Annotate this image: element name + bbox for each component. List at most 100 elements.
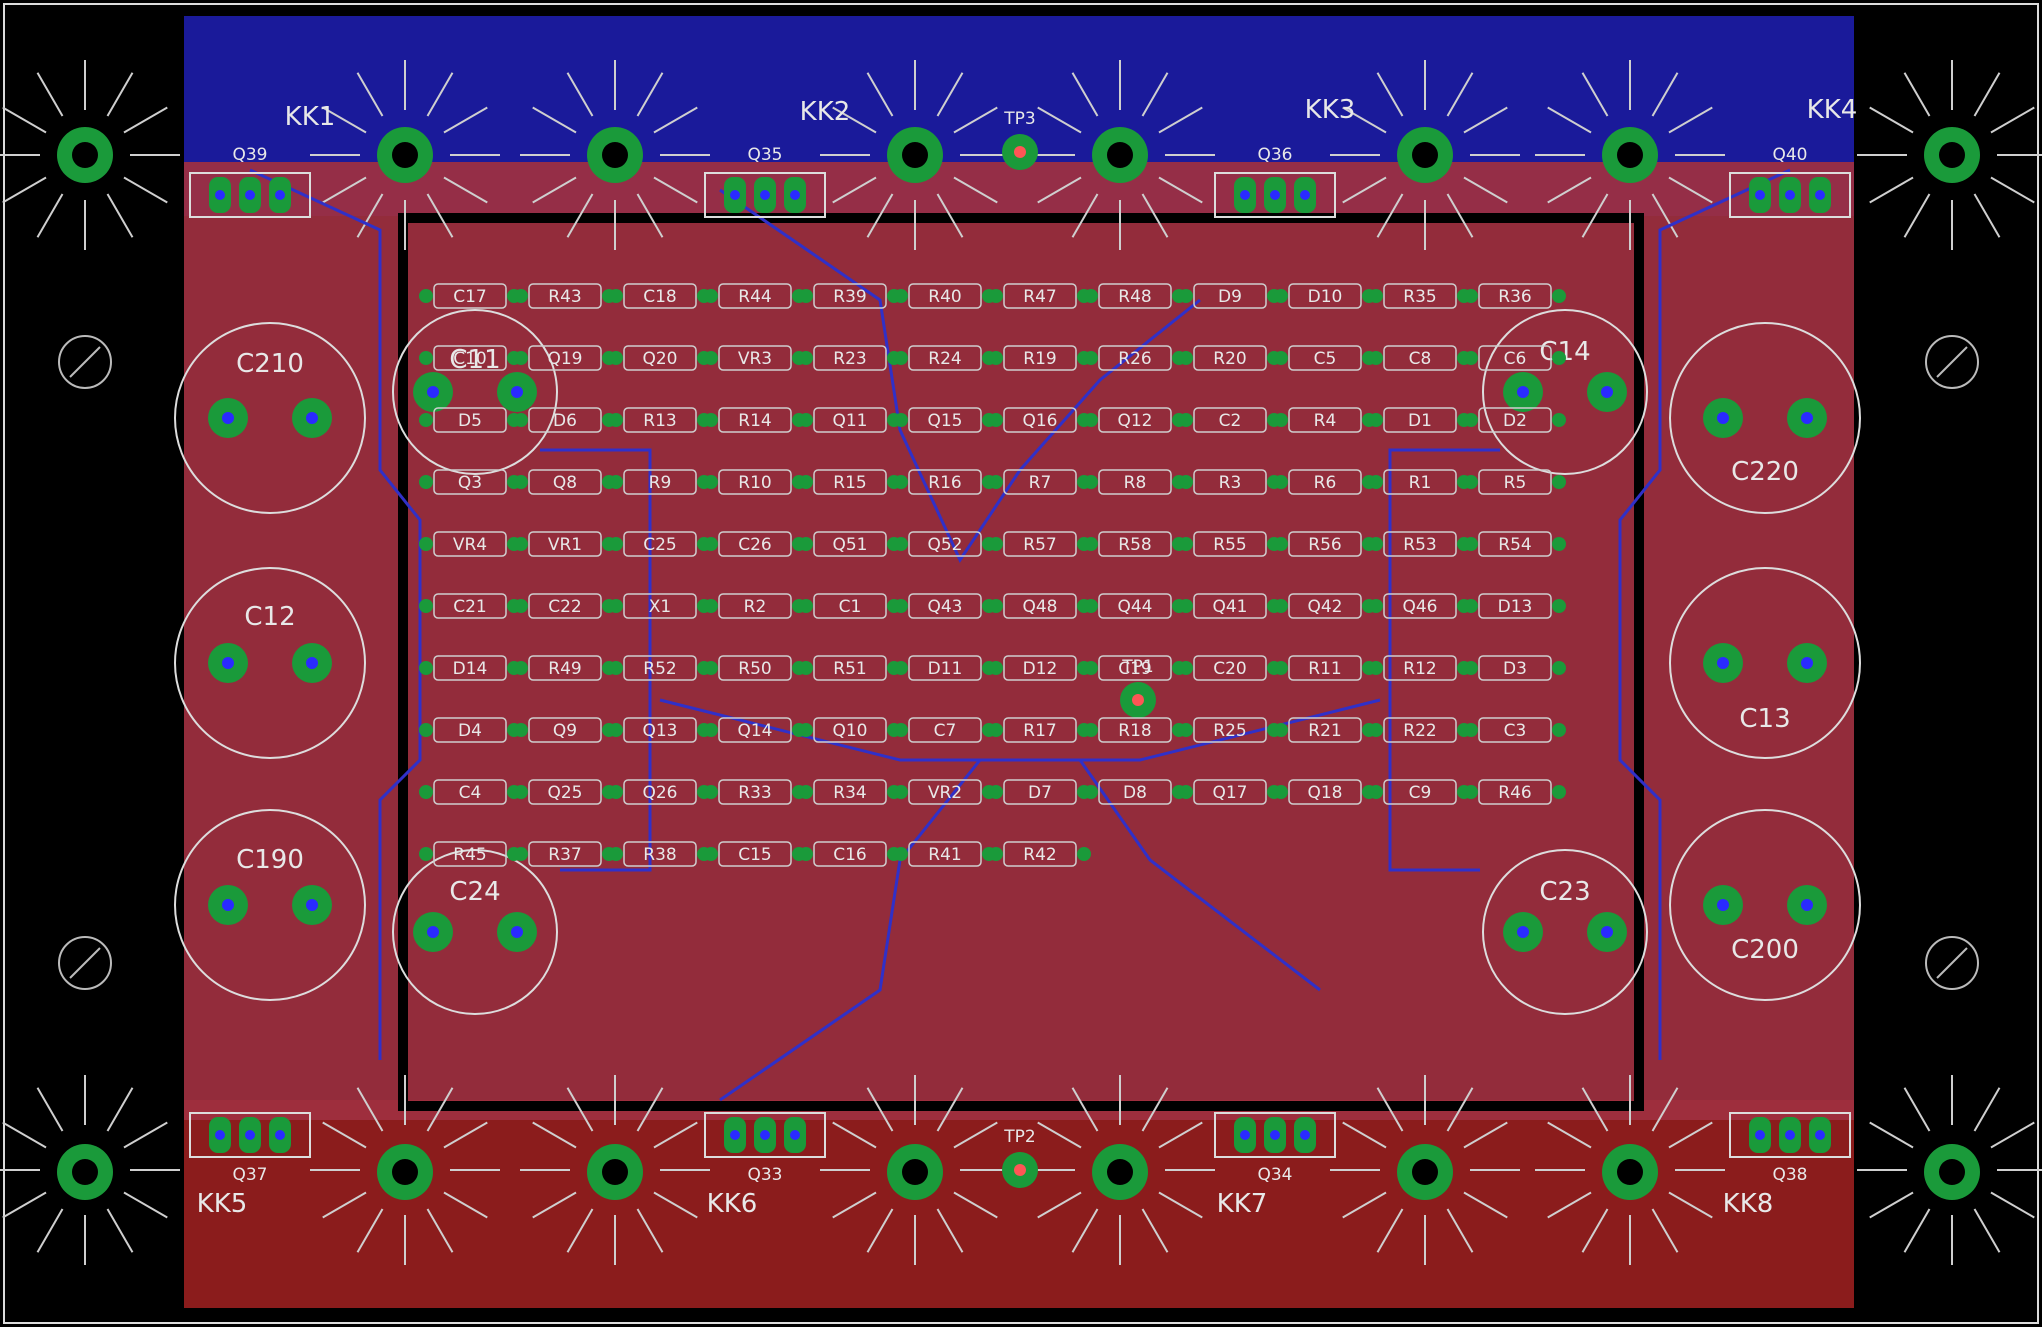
component-outline [433,531,507,557]
inner-border [398,213,1644,1111]
capacitor-outline [1669,322,1861,514]
component-label-d1: D1 [1408,411,1432,431]
component-outline [1193,345,1267,371]
component-outline [813,779,887,805]
component-label-d11: D11 [928,659,963,679]
component-outline [1288,407,1362,433]
capacitor-label-c200: C200 [1731,935,1799,965]
component-outline [623,593,697,619]
transistor-label-q33: Q33 [747,1165,782,1185]
component-outline [1003,841,1077,867]
component-label-q9: Q9 [553,721,577,741]
component-label-c16: C16 [833,845,867,865]
component-label-q10: Q10 [832,721,867,741]
component-label-d2: D2 [1503,411,1527,431]
component-outline [433,655,507,681]
component-outline [1288,345,1362,371]
component-label-q42: Q42 [1307,597,1342,617]
capacitor-outline [392,309,558,475]
component-outline [718,593,792,619]
component-outline [1098,779,1172,805]
component-label-r23: R23 [833,349,866,369]
component-outline [623,779,697,805]
component-label-c1: C1 [839,597,862,617]
component-outline [813,407,887,433]
capacitor-label-c210: C210 [236,349,304,379]
component-outline [1098,469,1172,495]
component-label-d9: D9 [1218,287,1242,307]
component-outline [813,531,887,557]
component-label-r52: R52 [643,659,676,679]
component-outline [718,531,792,557]
component-outline [1478,531,1552,557]
component-outline [433,345,507,371]
component-label-r22: R22 [1403,721,1436,741]
component-label-r34: R34 [833,783,866,803]
component-outline [1478,469,1552,495]
transistor-body [704,1112,826,1158]
component-label-d8: D8 [1123,783,1147,803]
component-outline [1383,345,1457,371]
component-outline [1383,779,1457,805]
component-outline [1193,717,1267,743]
heatsink-label-kk6: KK6 [707,1189,758,1219]
component-label-r45: R45 [453,845,486,865]
capacitor-outline [174,567,366,759]
main-overlay-region [184,162,1854,1120]
component-outline [433,841,507,867]
capacitor-outline [1482,849,1648,1015]
component-label-r18: R18 [1118,721,1151,741]
component-outline [528,407,602,433]
component-label-r43: R43 [548,287,581,307]
component-label-r51: R51 [833,659,866,679]
component-label-c18: C18 [643,287,677,307]
transistor-label-q34: Q34 [1257,1165,1292,1185]
component-outline [1193,593,1267,619]
component-outline [433,407,507,433]
component-label-r9: R9 [649,473,672,493]
component-label-c15: C15 [738,845,772,865]
component-label-r57: R57 [1023,535,1056,555]
component-label-r42: R42 [1023,845,1056,865]
component-outline [528,283,602,309]
component-outline [813,593,887,619]
heatsink-label-kk3: KK3 [1305,95,1356,125]
component-label-r1: R1 [1409,473,1432,493]
transistor-label-q38: Q38 [1772,1165,1807,1185]
component-outline [1478,283,1552,309]
transistor-body [189,1112,311,1158]
component-label-r5: R5 [1504,473,1527,493]
component-outline [908,841,982,867]
capacitor-outline [392,849,558,1015]
component-outline [1193,779,1267,805]
component-outline [1383,717,1457,743]
component-label-r13: R13 [643,411,676,431]
component-outline [1383,407,1457,433]
component-outline [1193,283,1267,309]
mounting-holes [58,335,1979,990]
component-label-vr4: VR4 [453,535,487,555]
component-label-r16: R16 [928,473,961,493]
component-outline [623,407,697,433]
capacitor-label-c220: C220 [1731,457,1799,487]
component-label-r48: R48 [1118,287,1151,307]
component-label-r56: R56 [1308,535,1341,555]
component-outline [1193,531,1267,557]
component-outline [623,469,697,495]
component-label-c5: C5 [1314,349,1337,369]
component-label-r41: R41 [928,845,961,865]
component-label-r15: R15 [833,473,866,493]
component-outline [1383,469,1457,495]
component-outline [1193,469,1267,495]
transistor-label-q37: Q37 [232,1165,267,1185]
component-label-c8: C8 [1409,349,1432,369]
mounting-pads [57,127,1980,1200]
component-outline [908,655,982,681]
component-label-q16: Q16 [1022,411,1057,431]
component-label-q48: Q48 [1022,597,1057,617]
component-label-r50: R50 [738,659,771,679]
component-label-r46: R46 [1498,783,1531,803]
component-label-q51: Q51 [832,535,867,555]
component-label-r55: R55 [1213,535,1246,555]
